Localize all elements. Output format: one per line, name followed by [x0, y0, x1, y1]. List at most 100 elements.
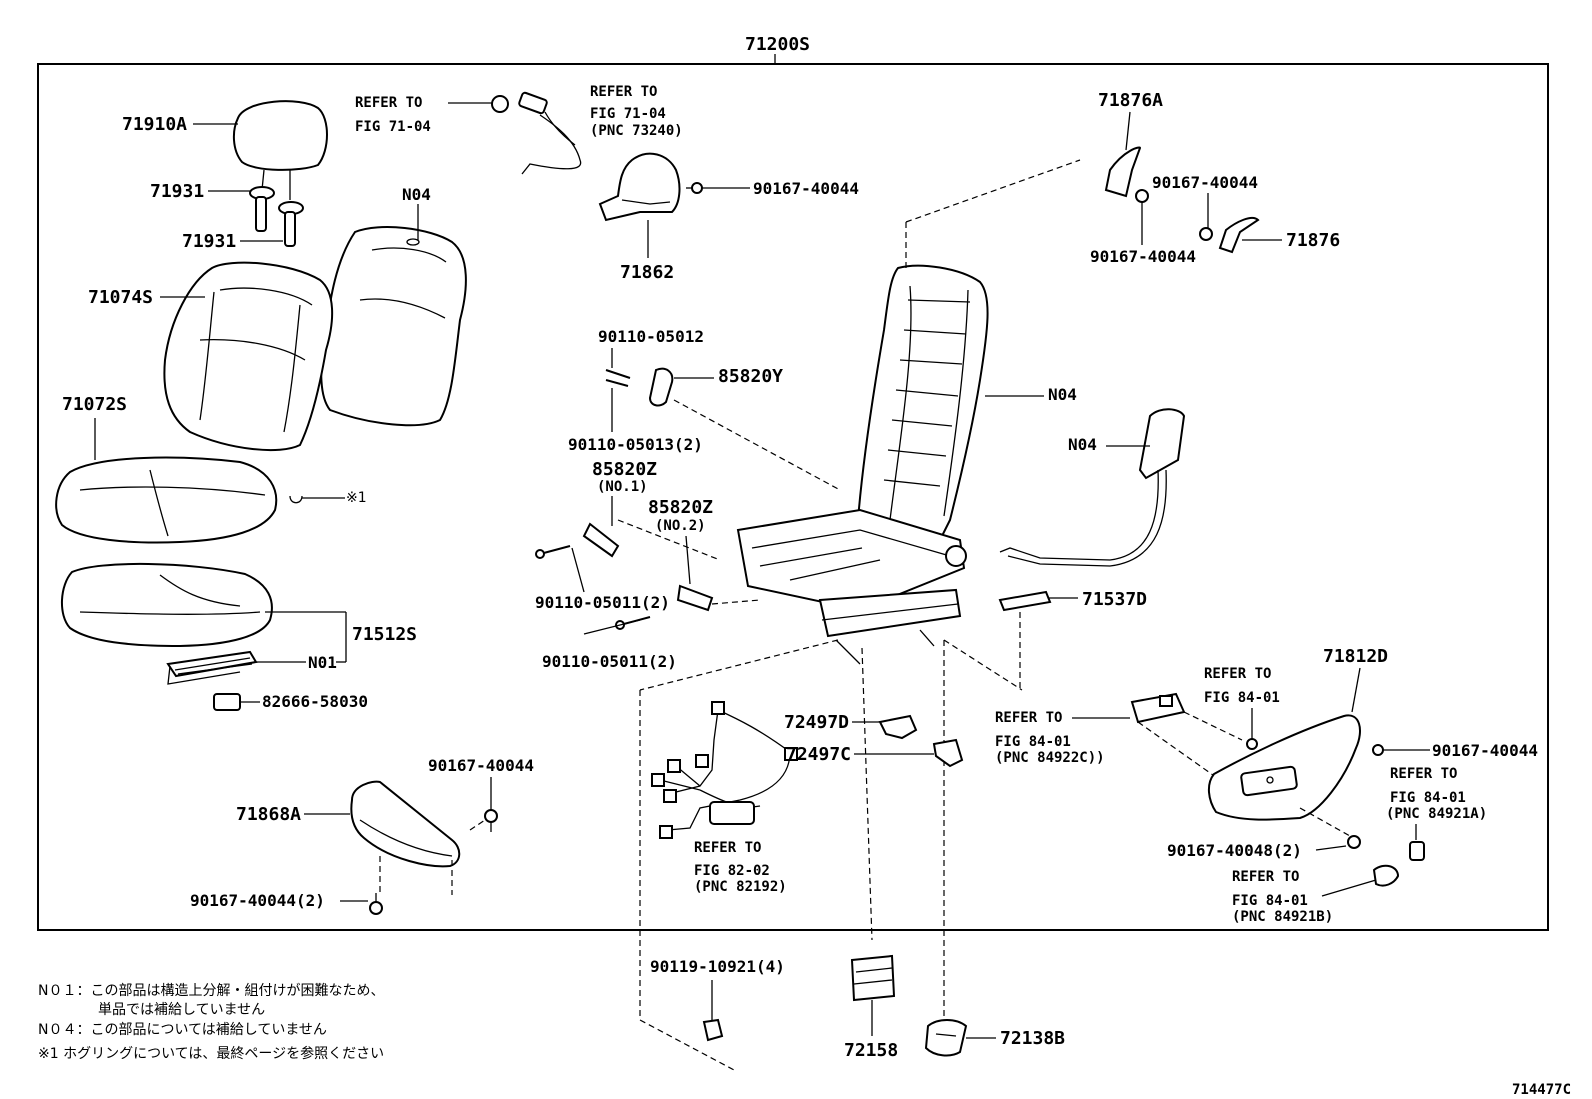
screw-ref3: [1246, 738, 1258, 750]
cover-72497C: [932, 738, 964, 768]
ref2-line3: (PNC 73240): [590, 123, 683, 139]
label-85820Z-2: 85820Z: [648, 497, 713, 518]
label-bolt-812D-2: 90167-40048(2): [1167, 841, 1302, 860]
ref5-line2: FIG 84-01: [1390, 790, 1466, 806]
label-72497C: 72497C: [786, 744, 851, 765]
lumbar-support-part: [999, 408, 1186, 567]
seat-cushion-pad-part: [60, 562, 273, 648]
label-71862: 71862: [620, 262, 674, 283]
ref2-line1: REFER TO: [590, 84, 657, 100]
bolt-876A-1: [1199, 227, 1213, 241]
label-85820Z-1-sub: (NO.1): [597, 479, 648, 495]
knob-84921B: [1372, 864, 1400, 887]
ref3-line1: REFER TO: [1204, 666, 1271, 682]
lamp-85820Y: [648, 367, 674, 407]
seat-frame-part: [736, 264, 989, 665]
note-n01-line2: 単品では補給していません: [98, 1002, 265, 1018]
label-71074S: 71074S: [88, 287, 153, 308]
ref4-line3: (PNC 84922C)): [995, 750, 1105, 766]
lamp-screws: [605, 369, 631, 387]
label-72497D: 72497D: [784, 712, 849, 733]
lamp-85820Z-no2: [676, 584, 714, 612]
ref5-line1: REFER TO: [1390, 766, 1457, 782]
label-82666-58030: 82666-58030: [262, 692, 368, 711]
label-72138B: 72138B: [1000, 1028, 1065, 1049]
label-n01: N01: [308, 653, 337, 672]
label-bolt-876A-2: 90167-40044: [1090, 247, 1196, 266]
belt-guide-cover-71862: [598, 152, 681, 222]
screw-05011b: [615, 616, 651, 630]
ref6-line2: FIG 84-01: [1232, 893, 1308, 909]
cover-72158: [850, 954, 896, 1002]
ref1-line1: REFER TO: [355, 95, 422, 111]
ref6-line3: (PNC 84921B): [1232, 909, 1333, 925]
label-71910A: 71910A: [122, 114, 187, 135]
label-85820Y: 85820Y: [718, 366, 783, 387]
seatbelt-anchor-part: [491, 91, 582, 175]
ref5-line3: (PNC 84921A): [1386, 806, 1487, 822]
label-90110-05011-a: 90110-05011(2): [535, 593, 670, 612]
lamp-85820Z-no1: [582, 522, 620, 558]
bracket-71876: [1218, 216, 1260, 254]
label-plate-71537D: [998, 590, 1052, 612]
label-n04-lumbar: N04: [1068, 435, 1097, 454]
label-71931-a: 71931: [150, 181, 204, 202]
screw-05011a: [535, 545, 571, 559]
note-mark1: ※1 ホグリングについては、最終ページを参照ください: [38, 1045, 384, 1062]
ref2-line2: FIG 71-04: [590, 106, 666, 122]
headrest-guide-part: [249, 186, 304, 247]
label-85820Z-2-sub: (NO.2): [655, 518, 706, 534]
bolt-71862: [686, 182, 703, 194]
ref4-line1: REFER TO: [995, 710, 1062, 726]
figure-id: 714477C: [1512, 1082, 1571, 1098]
label-71868A: 71868A: [236, 804, 301, 825]
ref4-line2: FIG 84-01: [995, 734, 1071, 750]
label-mark1: ※1: [346, 490, 367, 506]
label-71072S: 71072S: [62, 394, 127, 415]
seatback-pad-part: [320, 226, 467, 427]
label-85820Z-1: 85820Z: [592, 459, 657, 480]
headrest-part: [232, 100, 328, 200]
label-71537D: 71537D: [1082, 589, 1147, 610]
side-cover-71868A-part: [350, 780, 461, 868]
label-90110-05012: 90110-05012: [598, 327, 704, 346]
label-90110-05011-b: 90110-05011(2): [542, 652, 677, 671]
seat-cushion-cover-part: [55, 456, 278, 544]
label-72158: 72158: [844, 1040, 898, 1061]
label-90110-05013: 90110-05013(2): [568, 435, 703, 454]
label-71812D: 71812D: [1323, 646, 1388, 667]
bolt-868A-bottom: [369, 893, 383, 915]
label-bolt-71862: 90167-40044: [753, 179, 859, 198]
seat-heater-part: [166, 650, 258, 685]
bolt-868A-top: [484, 809, 498, 832]
label-71931-b: 71931: [182, 231, 236, 252]
seat-shield-71812D: [1208, 714, 1361, 821]
label-n04-frame: N04: [1048, 385, 1077, 404]
label-bolt-812D: 90167-40044: [1432, 741, 1538, 760]
seatback-cover-part: [163, 261, 334, 452]
label-71876A: 71876A: [1098, 90, 1163, 111]
assembly-frame: [37, 63, 1549, 931]
ref6-line1: REFER TO: [1232, 869, 1299, 885]
ref7-line2: FIG 82-02: [694, 863, 770, 879]
cover-72497D: [878, 714, 918, 740]
wire-harness-part: [651, 701, 798, 839]
bracket-71876A: [1104, 146, 1142, 198]
assembly-label: 71200S: [745, 34, 810, 55]
ref7-line1: REFER TO: [694, 840, 761, 856]
label-bolt-868A-top: 90167-40044: [428, 756, 534, 775]
label-71512S: 71512S: [352, 624, 417, 645]
ref1-line2: FIG 71-04: [355, 119, 431, 135]
bolt-812D: [1372, 744, 1384, 756]
label-71876: 71876: [1286, 230, 1340, 251]
cover-72138B: [924, 1019, 968, 1057]
label-n04-back: N04: [402, 185, 431, 204]
ref7-line3: (PNC 82192): [694, 879, 787, 895]
switch-knob-part: [1130, 692, 1186, 724]
knob-84921A: [1409, 841, 1425, 861]
bolt-876A-2: [1135, 189, 1149, 203]
label-bolt-876A-1: 90167-40044: [1152, 173, 1258, 192]
label-bolt-868A-bottom: 90167-40044(2): [190, 891, 325, 910]
bolt-812D-2: [1347, 835, 1361, 849]
